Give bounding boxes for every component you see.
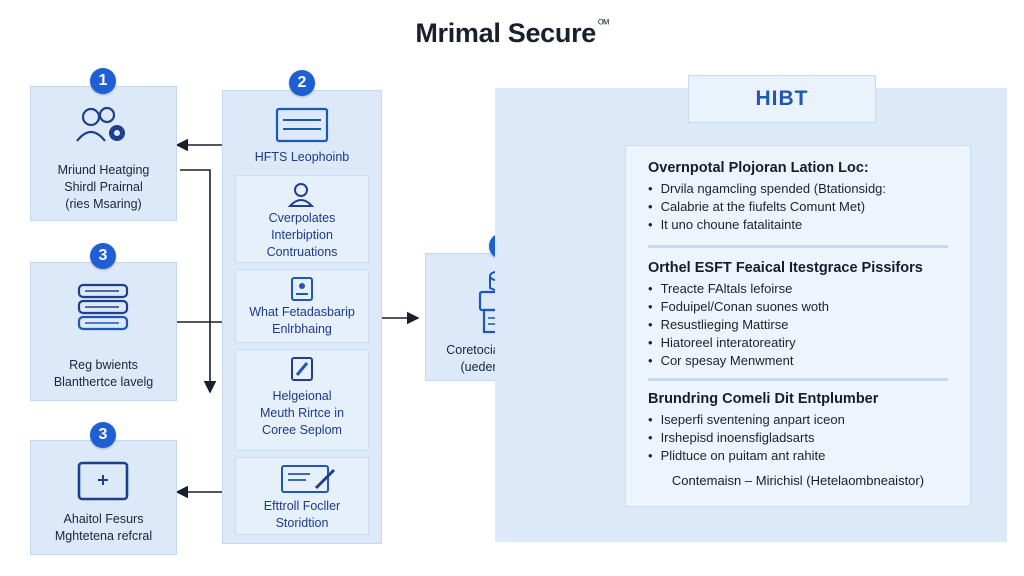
label-line: Cverpolates	[268, 211, 336, 225]
label-line: Reg bwients	[69, 358, 138, 372]
hibt-header: HIBT	[688, 75, 876, 123]
list-item: Calabrie at the fiufelts Comunt Met)	[648, 198, 956, 216]
center-item-5-label: Efttroll Focller Storidtion	[236, 498, 368, 532]
list-item: Plidtuce on puitam ant rahite	[648, 447, 956, 465]
monitor-icon	[77, 461, 129, 508]
list-item: Treacte FAltals lefoirse	[648, 280, 956, 298]
window-icon	[275, 107, 329, 148]
center-item-3-label: What Fetadasbarip Enlrbhaing	[236, 304, 368, 338]
hibt-card: Overnpotal Plojoran Lation Loc: Drvila n…	[625, 145, 971, 507]
center-item-4: Helgeional Meuth Rirtce in Coree Seplom	[235, 349, 369, 451]
center-item-2: Cverpolates Interbiption Contruations	[235, 175, 369, 263]
users-gear-icon	[75, 105, 131, 150]
list-item: Iseperfi sventening anpart iceon	[648, 411, 956, 429]
list-item: Resustlieging Mattirse	[648, 316, 956, 334]
label-line: HFTS Leophoinb	[254, 150, 350, 164]
section-1-heading: Overnpotal Plojoran Lation Loc:	[648, 160, 869, 176]
badge-3b: 3	[90, 422, 116, 448]
node-3-label: Reg bwients Blanthertce lavelg	[31, 357, 176, 391]
label-line: Contruations	[266, 245, 338, 259]
label-line: Helgeional	[272, 389, 332, 403]
label-line: Efttroll Focller	[263, 499, 341, 513]
list-item: It uno choune fatalitainte	[648, 216, 956, 234]
center-item-2-label: Cverpolates Interbiption Contruations	[236, 210, 368, 261]
section-3-heading: Brundring Comeli Dit Entplumber	[648, 391, 879, 407]
list-item: Irshepisd inoensfigladsarts	[648, 429, 956, 447]
divider	[648, 378, 948, 381]
badge-2: 2	[289, 70, 315, 96]
server-stack-icon	[75, 283, 131, 344]
center-header-label: HFTS Leophoinb	[223, 149, 381, 166]
divider	[648, 245, 948, 248]
label-line: Mghtetena refcral	[54, 529, 153, 543]
center-item-4-label: Helgeional Meuth Rirtce in Coree Seplom	[236, 388, 368, 439]
list-item: Hiatoreel interatoreatiry	[648, 334, 956, 352]
section-2: Orthel ESFT Feaical Itestgrace Pissifors…	[648, 260, 956, 370]
title-mark: ᴼᴹ	[598, 18, 609, 30]
section-3: Brundring Comeli Dit Entplumber Iseperfi…	[648, 391, 956, 465]
label-line: Meuth Rirtce in	[259, 406, 345, 420]
label-line: Storidtion	[275, 516, 329, 530]
label-line: Ahaitol Fesurs	[63, 512, 144, 526]
label-line: Interbiption	[271, 228, 333, 242]
label-line: Shirdl Prairnal	[64, 180, 143, 194]
document-pen-icon	[280, 464, 338, 499]
list-item: Drvila ngamcling spended (Btationsidg:	[648, 180, 956, 198]
center-item-3: What Fetadasbarip Enlrbhaing	[235, 269, 369, 343]
section-2-heading: Orthel ESFT Feaical Itestgrace Pissifors	[648, 260, 923, 276]
list-item: Foduipel/Conan suones woth	[648, 298, 956, 316]
node-3: Reg bwients Blanthertce lavelg	[30, 262, 177, 401]
title-text: Mrimal Secure	[415, 18, 597, 48]
badge-1: 1	[90, 68, 116, 94]
label-line: What Fetadasbarip	[249, 305, 355, 319]
center-item-5: Efttroll Focller Storidtion	[235, 457, 369, 535]
user-icon	[287, 182, 315, 213]
label-line: Mriund Heatging	[57, 163, 150, 177]
card-footer: Contemaisn – Mirichisl (Hetelaombneaisto…	[671, 473, 925, 488]
label-line: Blanthertce lavelg	[53, 375, 154, 389]
id-card-icon	[290, 276, 314, 307]
arrow-down-center	[180, 169, 217, 394]
label-line: Coree Seplom	[262, 423, 342, 437]
badge-3: 3	[90, 243, 116, 269]
node-3b-label: Ahaitol Fesurs Mghtetena refcral	[31, 511, 176, 545]
pen-icon	[290, 356, 314, 387]
section-1: Overnpotal Plojoran Lation Loc: Drvila n…	[648, 160, 956, 234]
label-line: Enlrbhaing	[272, 322, 332, 336]
node-2: HFTS Leophoinb Cverpolates Interbiption …	[222, 90, 382, 544]
node-1: Mriund Heatging Shirdl Prairnal (ries Ms…	[30, 86, 177, 221]
label-line: (ries Msaring)	[65, 197, 142, 211]
list-item: Cor spesay Menwment	[648, 352, 956, 370]
node-3b: Ahaitol Fesurs Mghtetena refcral	[30, 440, 177, 555]
node-1-label: Mriund Heatging Shirdl Prairnal (ries Ms…	[31, 162, 176, 213]
